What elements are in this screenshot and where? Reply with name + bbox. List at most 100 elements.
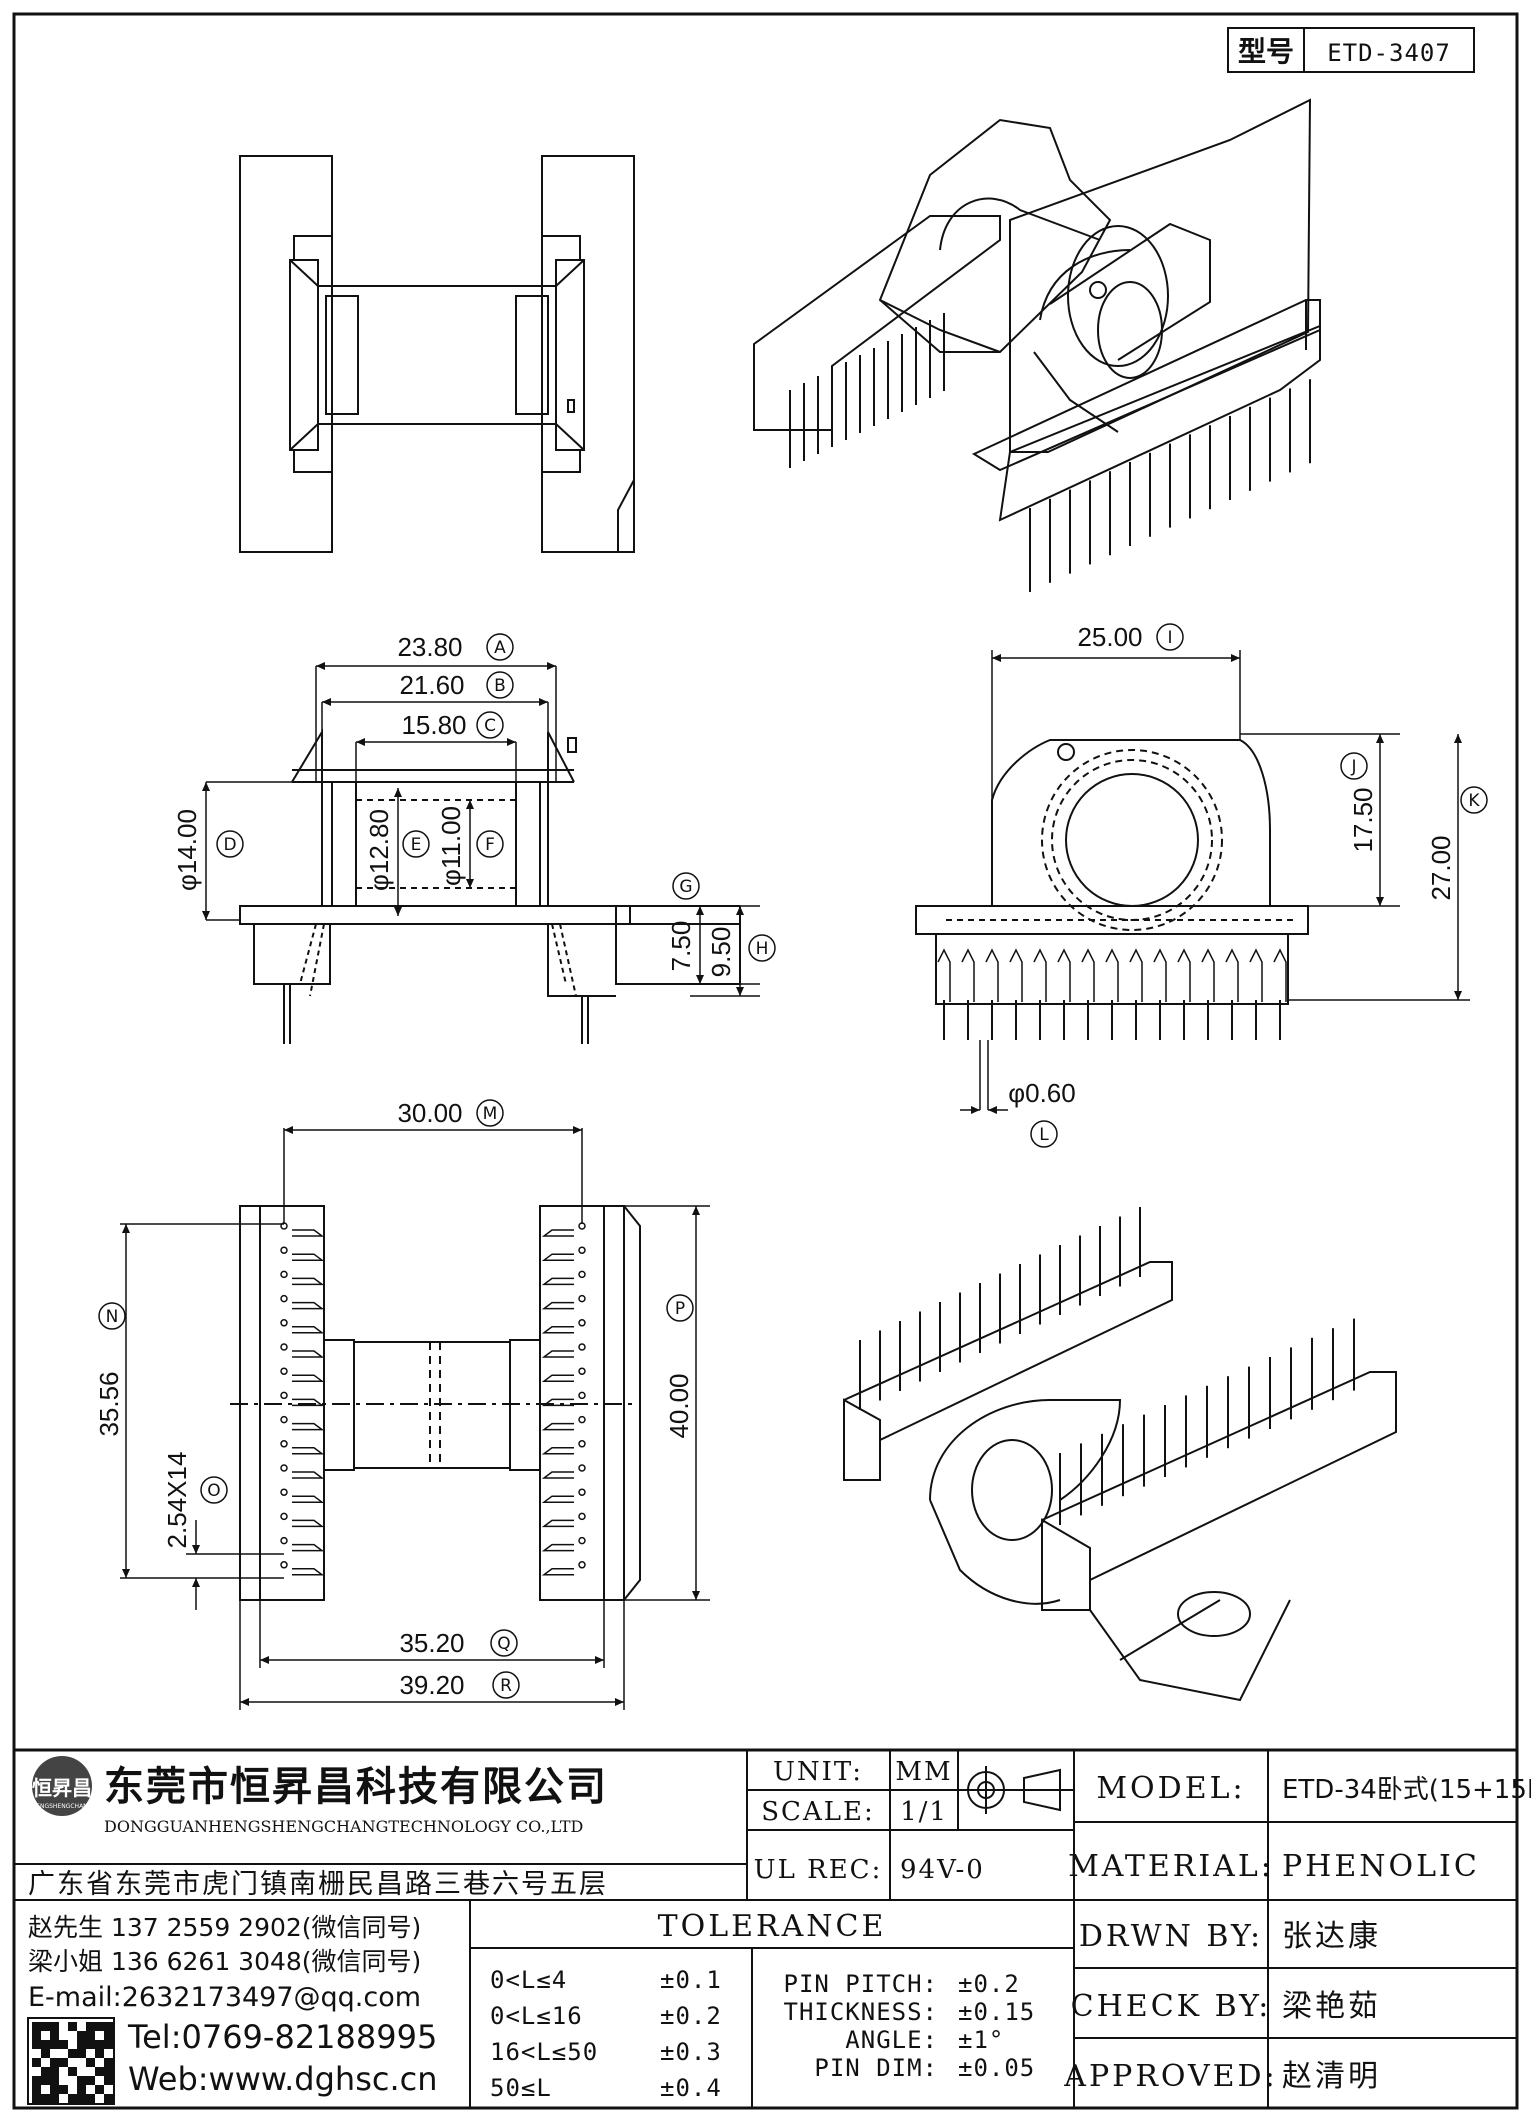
pin-slot (541, 1374, 574, 1382)
qr-module (86, 2022, 95, 2031)
pin-hole (578, 1319, 586, 1327)
plan-view (239, 155, 635, 553)
iso-bottom-pins-left (859, 1207, 1141, 1410)
dimension-marker-m (476, 1099, 504, 1127)
pin-hook (1201, 948, 1215, 1002)
title-block (14, 1748, 1517, 2108)
pin-hole (280, 1294, 288, 1303)
tolerance-value: ±0.1 (660, 1966, 722, 1994)
iso-bottom-pins-right (1059, 1318, 1355, 1525)
dimension-marker-n (98, 1302, 126, 1330)
pin-hook (1033, 948, 1047, 1002)
dimension-marker-r (492, 1671, 520, 1699)
dimension-value-n: 35.56 (94, 1371, 124, 1436)
pin-slot (541, 1326, 574, 1334)
qr-module (59, 2040, 68, 2049)
qr-module (104, 2076, 113, 2085)
info-value: ETD-34卧式(15+15P) (1282, 1775, 1531, 1805)
dimension-value-l: φ0.60 (1008, 1078, 1075, 1108)
front-section-view (239, 728, 741, 1044)
ulrec-value: 94V-0 (900, 1855, 985, 1885)
dimension-letter-m: M (483, 1104, 498, 1124)
qr-module (59, 2058, 68, 2067)
pin-slot (292, 1495, 325, 1503)
qr-module (104, 2058, 113, 2067)
dimension-marker-o (200, 1476, 228, 1504)
tolerance-value: ±0.4 (660, 2074, 722, 2102)
dimension-letter-o: O (207, 1481, 220, 1501)
website: Web:www.dghsc.cn (128, 2060, 438, 2098)
pin-slot (292, 1447, 325, 1455)
qr-module (50, 2076, 59, 2085)
qr-module (77, 2049, 86, 2058)
front-section-dimensions (202, 662, 760, 997)
pin-hook (937, 948, 951, 1002)
isometric-view-bottom (843, 1261, 1397, 1702)
qr-module (41, 2049, 50, 2058)
dimension-value-d: φ14.00 (172, 809, 202, 891)
dimension-marker-a (486, 633, 514, 661)
pin-hole (280, 1440, 288, 1448)
pin-hook (961, 948, 975, 1002)
qr-module (104, 2022, 113, 2031)
dimension-value-m: 30.00 (397, 1098, 462, 1128)
pin-slot (541, 1253, 574, 1261)
bottom-view-dimensions (120, 1126, 710, 1710)
tolerance-extra-value: ±0.15 (958, 1998, 1035, 2026)
pin-hole (578, 1561, 586, 1569)
telephone: Tel:0769-82188995 (127, 2018, 437, 2056)
side-view-pins (937, 948, 1287, 1040)
dimension-letter-r: R (500, 1676, 512, 1696)
qr-module (32, 2085, 41, 2094)
dimension-letter-i: I (1167, 628, 1172, 648)
pin-slot (292, 1229, 325, 1237)
qr-module (95, 2067, 104, 2076)
pin-hole (578, 1391, 586, 1400)
pin-hole (578, 1415, 586, 1424)
qr-module (86, 2058, 95, 2067)
tolerance-value: ±0.2 (660, 2002, 722, 2030)
qr-module (50, 2058, 59, 2067)
pin-slot (541, 1568, 574, 1576)
pin-slot (541, 1447, 574, 1455)
company-name-cn: 东莞市恒昇昌科技有限公司 (104, 1764, 608, 1810)
dimension-letter-k: K (1468, 791, 1480, 811)
pin-hook (1129, 948, 1143, 1002)
dimension-value-k: 27.00 (1426, 835, 1456, 900)
qr-module (77, 2094, 86, 2103)
dimension-marker-f (476, 830, 504, 858)
bottom-view-pins (280, 1222, 586, 1576)
pin-slot (541, 1350, 574, 1358)
dimension-letter-p: P (675, 1299, 685, 1319)
pin-slot (541, 1398, 574, 1407)
pin-hook (1225, 948, 1239, 1002)
pin-hook (1153, 948, 1167, 1002)
info-value: 梁艳茹 (1282, 1989, 1381, 2024)
pin-hole (578, 1246, 586, 1254)
dimension-value-a: 23.80 (397, 632, 462, 662)
pin-slot (292, 1253, 325, 1261)
qr-module (95, 2049, 104, 2058)
qr-module (86, 2094, 95, 2103)
type-label: 型号 (1238, 35, 1294, 68)
qr-module (41, 2022, 50, 2031)
qr-module (32, 2094, 41, 2103)
pin-slot (292, 1326, 325, 1334)
pin-hole (280, 1270, 288, 1279)
qr-module (77, 2085, 86, 2094)
pin-hook (985, 948, 999, 1002)
dimension-letter-e: E (411, 835, 422, 855)
unit-label: UNIT: (773, 1757, 863, 1787)
dimension-marker-i (1156, 623, 1184, 651)
info-label: MODEL: (1096, 1771, 1245, 1806)
dimension-value-g: 7.50 (666, 921, 696, 972)
dimension-value-q: 35.20 (399, 1628, 464, 1658)
projection-symbol-icon (962, 1766, 1061, 1814)
tolerance-extra-label: PIN PITCH: (784, 1970, 939, 1998)
scale-label: SCALE: (761, 1797, 875, 1827)
company-logo: 恒昇昌 HENGSHENGCHANG (32, 1756, 93, 1816)
qr-module (95, 2022, 104, 2031)
iso-top-pins-left (789, 313, 945, 468)
pin-hole (280, 1343, 288, 1351)
qr-module (32, 2031, 41, 2040)
